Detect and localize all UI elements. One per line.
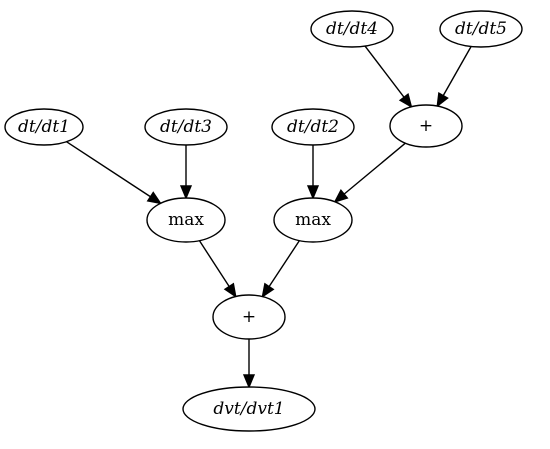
edge-dt-dt5-to-plus-top (436, 46, 472, 108)
node-plus-top: + (389, 104, 463, 148)
arrowhead-icon (179, 185, 193, 200)
node-dvt-dvt1: dvt/dvt1 (182, 386, 316, 432)
edge-dt-dt3-to-max-left (179, 145, 193, 200)
edges-layer (66, 45, 472, 389)
edge-dt-dt2-to-max-right (306, 145, 320, 200)
node-plus-top-label: + (419, 116, 433, 136)
arrowhead-icon (306, 185, 320, 200)
arrowhead-icon (261, 282, 275, 299)
edge-plus-bottom-to-dvt-dvt1 (242, 339, 256, 389)
node-dt-dt1: dt/dt1 (4, 108, 84, 146)
edge-plus-top-to-max-right (333, 142, 406, 203)
node-max-left-label: max (168, 210, 204, 230)
node-dt-dt2: dt/dt2 (271, 108, 355, 146)
node-dt-dt1-label: dt/dt1 (18, 117, 70, 137)
edge-max-left-to-plus-bottom (198, 240, 237, 299)
node-max-left: max (146, 197, 226, 243)
node-dt-dt2-label: dt/dt2 (287, 117, 339, 137)
node-dt-dt4-label: dt/dt4 (326, 19, 378, 39)
node-dt-dt5-label: dt/dt5 (455, 19, 507, 39)
edge-line (268, 240, 300, 287)
arrowhead-icon (436, 92, 449, 108)
edge-line (364, 45, 405, 98)
node-plus-bottom: + (212, 294, 286, 340)
node-dt-dt5: dt/dt5 (439, 10, 523, 48)
node-max-right: max (273, 197, 353, 243)
edge-max-right-to-plus-bottom (261, 240, 300, 299)
edge-line (343, 142, 406, 195)
edge-line (442, 46, 472, 96)
arrowhead-icon (223, 282, 237, 299)
node-max-right-label: max (295, 210, 331, 230)
edge-line (198, 240, 230, 287)
edge-line (66, 141, 151, 198)
node-dt-dt3: dt/dt3 (144, 108, 228, 146)
node-dt-dt3-label: dt/dt3 (160, 117, 212, 137)
edge-dt-dt1-to-max-left (66, 141, 163, 205)
node-dt-dt4: dt/dt4 (310, 10, 394, 48)
arrowhead-icon (146, 191, 163, 205)
edge-dt-dt4-to-plus-top (364, 45, 413, 109)
node-plus-bottom-label: + (242, 307, 256, 327)
arrowhead-icon (242, 374, 256, 389)
arrowhead-icon (398, 93, 413, 109)
node-dvt-dvt1-label: dvt/dvt1 (213, 399, 284, 419)
arrowhead-icon (333, 189, 349, 203)
